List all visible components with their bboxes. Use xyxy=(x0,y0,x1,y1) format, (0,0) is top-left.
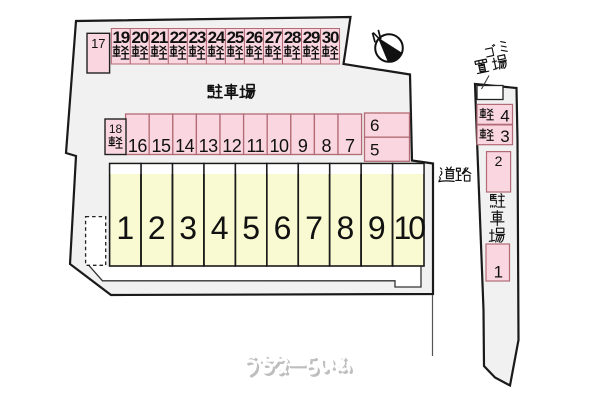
svg-text:28: 28 xyxy=(284,28,301,47)
svg-text:2: 2 xyxy=(148,210,166,246)
svg-text:8: 8 xyxy=(337,210,355,246)
svg-text:19: 19 xyxy=(113,28,130,47)
svg-text:23: 23 xyxy=(189,28,206,47)
svg-text:13: 13 xyxy=(199,136,219,156)
svg-text:1: 1 xyxy=(494,263,503,282)
svg-text:18: 18 xyxy=(109,122,123,136)
svg-text:24: 24 xyxy=(208,28,226,47)
svg-text:11: 11 xyxy=(247,136,265,156)
svg-text:1: 1 xyxy=(116,210,134,246)
svg-text:15: 15 xyxy=(151,136,171,156)
svg-text:16: 16 xyxy=(128,136,148,156)
svg-text:4: 4 xyxy=(211,210,229,246)
svg-text:21: 21 xyxy=(151,28,168,47)
svg-text:10: 10 xyxy=(269,136,289,156)
svg-text:3: 3 xyxy=(179,210,197,246)
svg-text:30: 30 xyxy=(322,28,339,47)
svg-text:10: 10 xyxy=(394,210,426,246)
svg-text:9: 9 xyxy=(298,136,308,156)
svg-text:6: 6 xyxy=(370,116,379,135)
svg-text:2: 2 xyxy=(495,153,503,169)
svg-text:17: 17 xyxy=(91,36,105,51)
svg-text:7: 7 xyxy=(345,136,355,156)
svg-text:22: 22 xyxy=(170,28,187,47)
svg-text:27: 27 xyxy=(265,28,282,47)
svg-text:12: 12 xyxy=(222,136,242,156)
svg-text:4: 4 xyxy=(500,107,509,126)
svg-text:5: 5 xyxy=(370,141,379,160)
svg-text:5: 5 xyxy=(242,210,260,246)
svg-text:29: 29 xyxy=(303,28,320,47)
svg-text:8: 8 xyxy=(321,136,331,156)
svg-text:6: 6 xyxy=(274,210,292,246)
svg-text:3: 3 xyxy=(500,127,509,146)
svg-text:25: 25 xyxy=(227,28,244,47)
svg-text:20: 20 xyxy=(132,28,149,47)
svg-text:14: 14 xyxy=(175,136,195,156)
svg-text:7: 7 xyxy=(305,210,323,246)
svg-text:26: 26 xyxy=(246,28,263,47)
svg-text:9: 9 xyxy=(368,210,386,246)
